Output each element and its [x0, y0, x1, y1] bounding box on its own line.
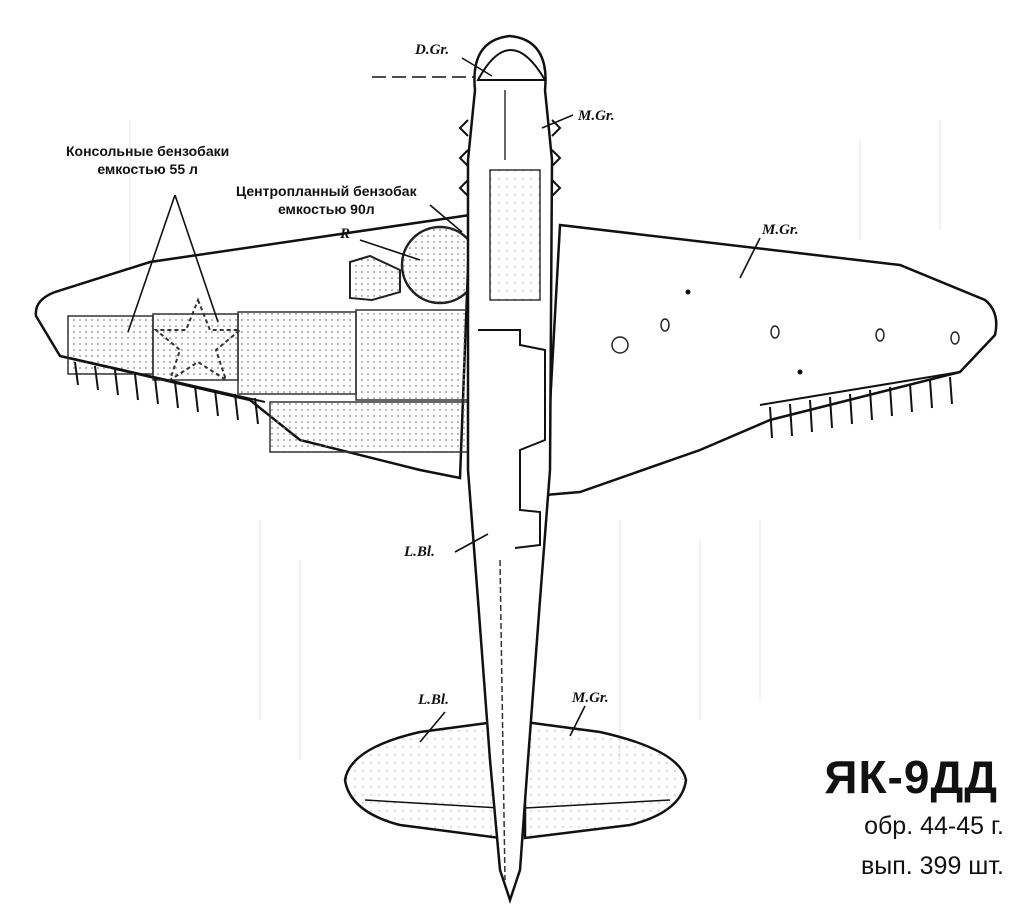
- flap-panel: [269, 401, 471, 453]
- callout-l-bl-tail: L.Bl.: [418, 692, 449, 708]
- center-tank-line2: емкостью 90л: [277, 201, 375, 217]
- callout-m-gr-wing: M.Gr.: [762, 222, 799, 238]
- center-fuel-tank: [400, 225, 480, 305]
- production-years: обр. 44-45 г.: [864, 812, 1004, 840]
- leader-lines: [127, 57, 761, 743]
- console-tank-panel: [67, 315, 154, 375]
- console-tanks-line2: емкостью 55 л: [97, 161, 198, 177]
- center-tank-line1: Центропланный бензобак: [236, 183, 417, 199]
- left-wing: [34, 213, 480, 480]
- callout-m-gr-tail: M.Gr.: [572, 690, 609, 706]
- callout-r: R: [340, 226, 351, 242]
- callout-d-gr: D.Gr.: [415, 42, 450, 58]
- console-tank-panel: [152, 313, 239, 381]
- callout-m-gr-nose: M.Gr.: [578, 108, 615, 124]
- callout-l-bl-fuselage: L.Bl.: [404, 544, 435, 560]
- console-tanks-note: Консольные бензобаки емкостью 55 л: [66, 142, 229, 178]
- production-count: вып. 399 шт.: [860, 852, 1004, 880]
- red-star-icon: [153, 297, 243, 383]
- wing-panel: [355, 309, 469, 401]
- aircraft-title: ЯК-9ДД: [824, 751, 998, 803]
- console-tanks-line1: Консольные бензобаки: [66, 143, 230, 159]
- wing-panel: [237, 311, 357, 395]
- background-streaks: [129, 120, 941, 760]
- right-wing: [543, 223, 998, 497]
- center-tank-note: Центропланный бензобак емкостью 90л: [236, 182, 417, 218]
- fuselage: [458, 34, 562, 904]
- horizontal-tail: [343, 720, 688, 840]
